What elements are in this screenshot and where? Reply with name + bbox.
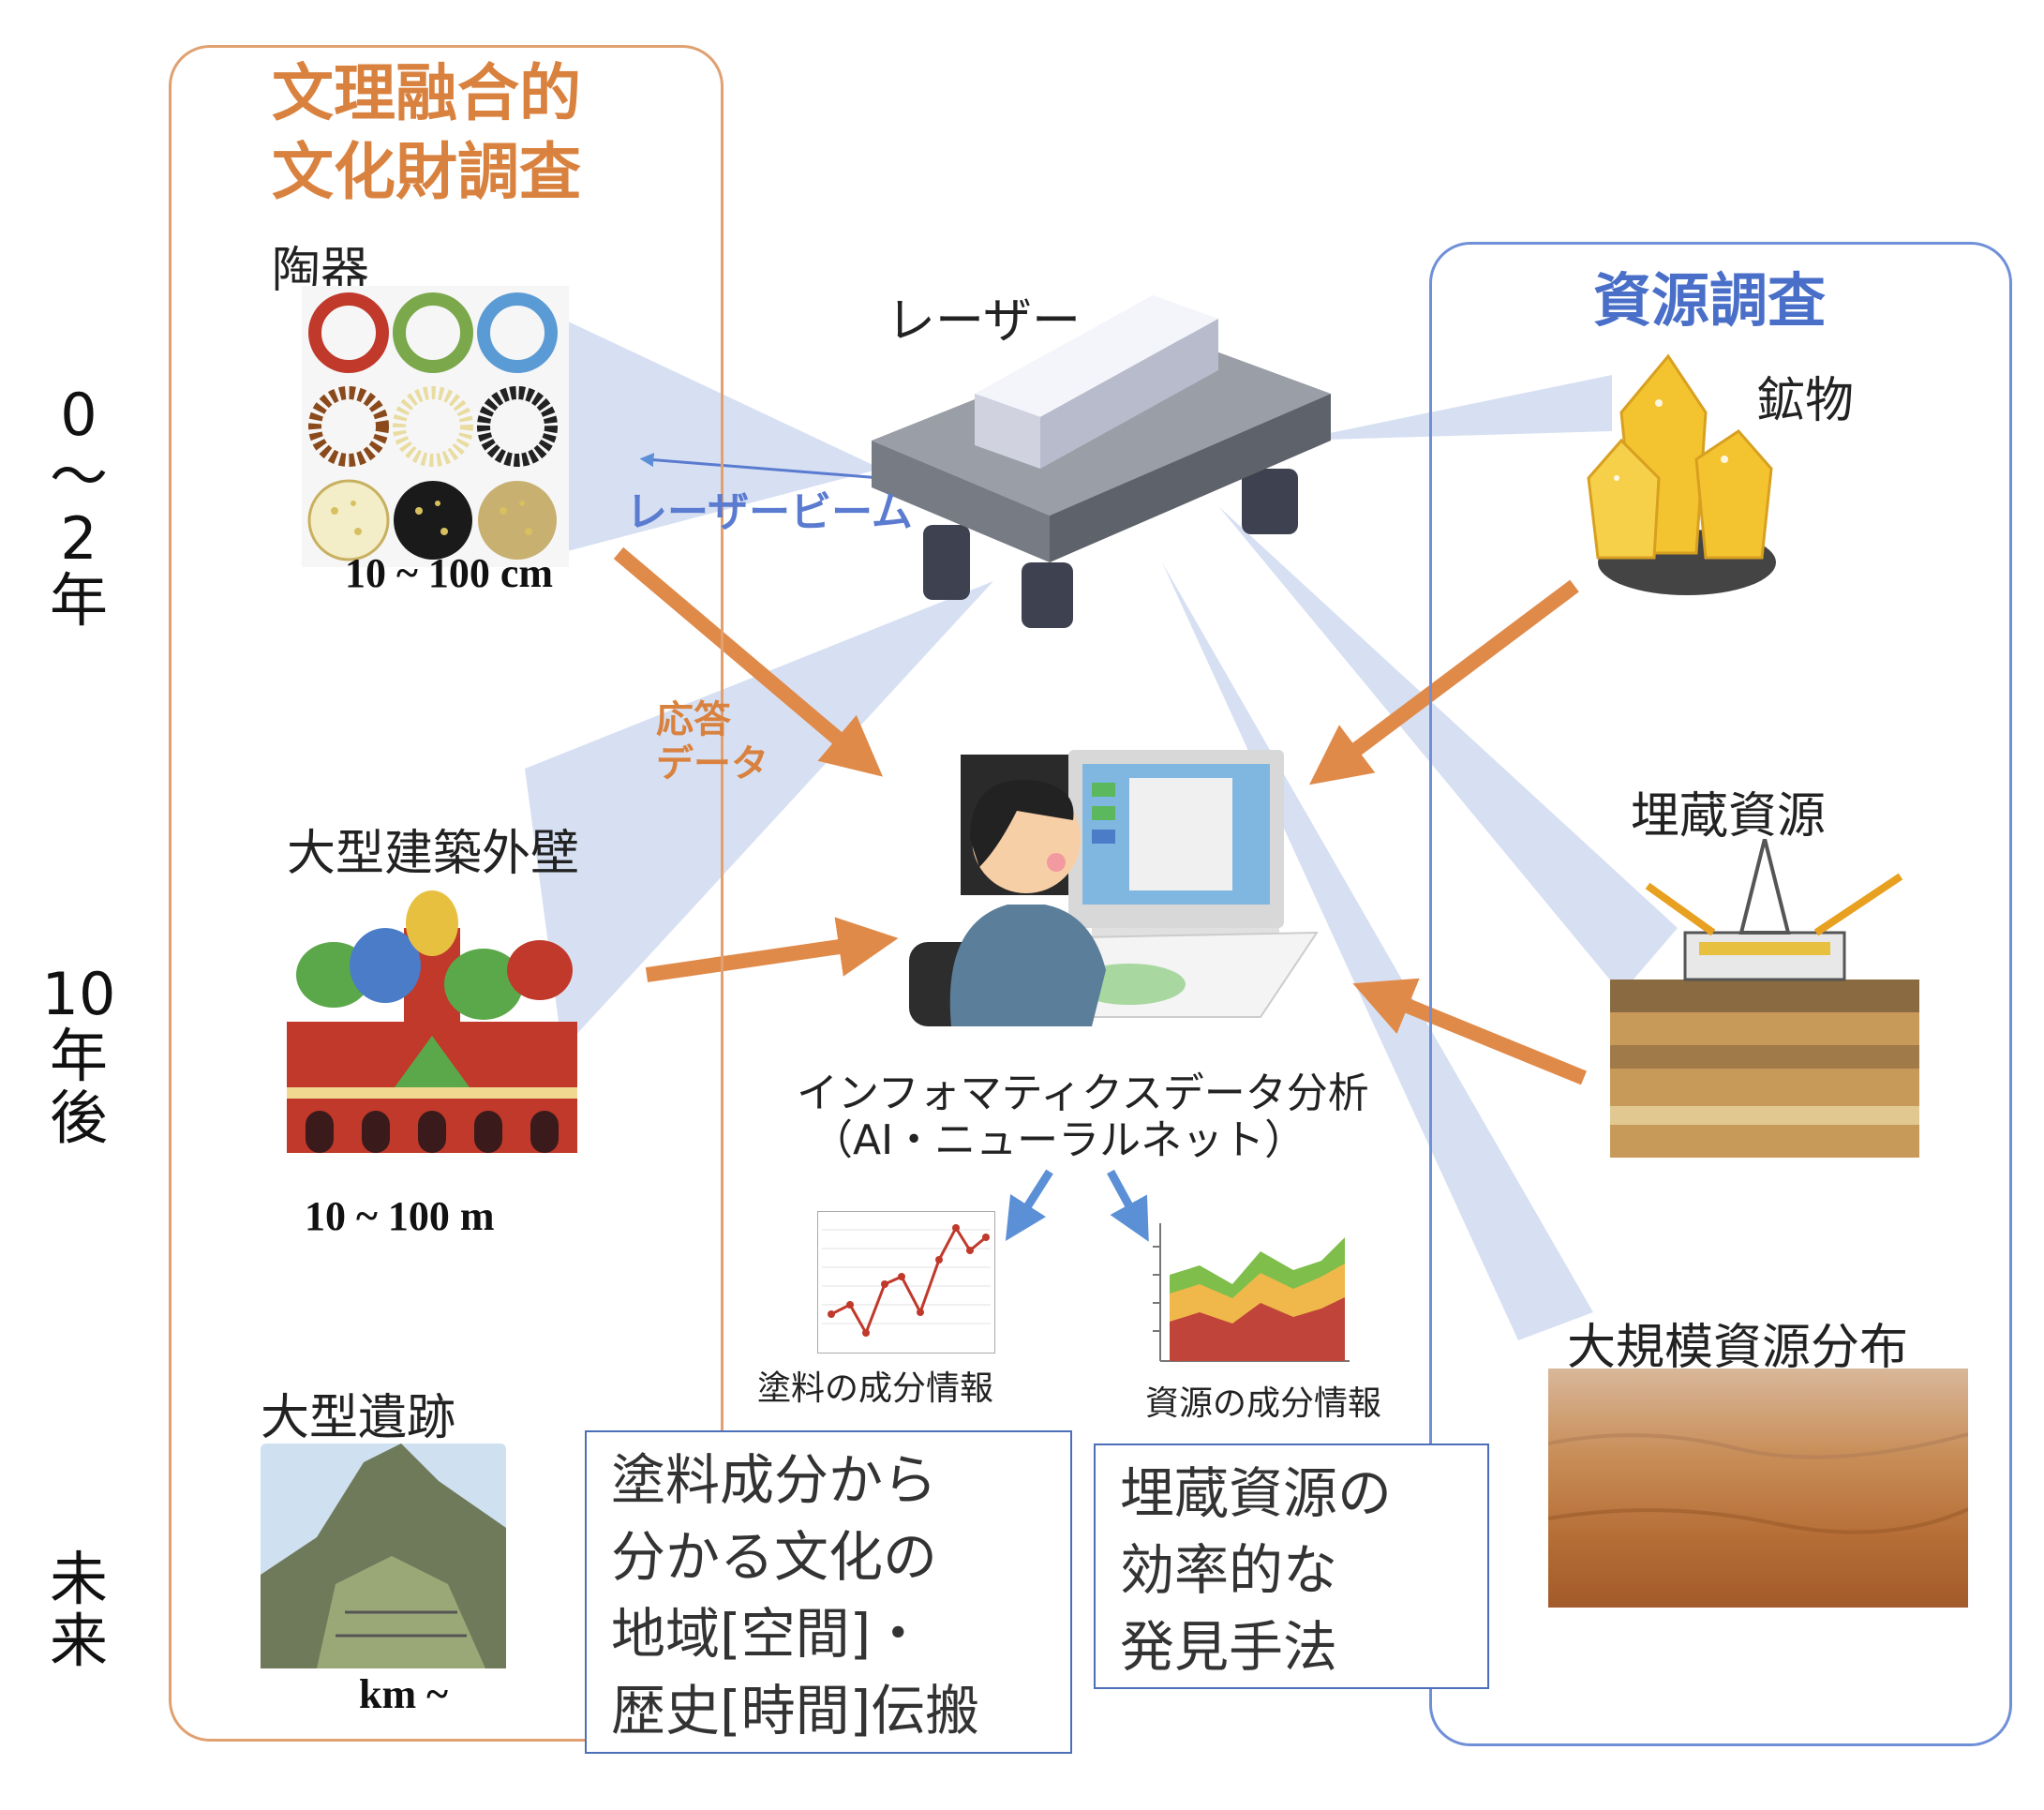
- oil-rig-image: [1610, 839, 1919, 1158]
- ruins-scale: km ~: [359, 1671, 449, 1717]
- analyst-computer-image: [909, 750, 1319, 1026]
- mineral-label: 鉱物: [1756, 373, 1855, 429]
- analysis-subtitle: （AI・ニューラルネット）: [812, 1116, 1306, 1164]
- timeline-future: 未 来: [49, 1545, 108, 1675]
- arrow-to-resource-chart: [1107, 1169, 1149, 1242]
- beam-to-pottery: [525, 319, 881, 562]
- resource-component-chart: [1153, 1223, 1350, 1362]
- building-scale: 10 ~ 100 m: [305, 1193, 495, 1239]
- left-panel-title-line1: 文理融合的: [272, 57, 581, 129]
- response-data-label-1: 応答: [656, 698, 731, 741]
- resource-method-line: 発見手法: [1120, 1615, 1338, 1679]
- right-panel-title: 資源調査: [1593, 266, 1827, 335]
- cultural-insight-line: 塗料成分から: [611, 1448, 938, 1512]
- resource-component-label: 資源の成分情報: [1145, 1384, 1382, 1423]
- beam-to-building: [525, 581, 993, 1050]
- timeline-10-years: 10 年 後: [41, 960, 116, 1152]
- timeline-now: 0 〜 2 年: [49, 381, 108, 635]
- paint-component-label: 塗料の成分情報: [757, 1369, 994, 1408]
- arrow-buried-to-analysis: [1352, 978, 1588, 1085]
- resource-method-line: 埋蔵資源の: [1120, 1461, 1393, 1525]
- resource-method-line: 効率的な: [1120, 1538, 1338, 1602]
- beam-to-buried: [1218, 506, 1678, 994]
- arrow-pottery-to-analysis: [613, 546, 883, 777]
- large-resource-distribution-label: 大規模資源分布: [1567, 1320, 1909, 1376]
- arrow-mineral-to-analysis: [1308, 579, 1579, 785]
- analysis-title: インフォマティクスデータ分析: [797, 1070, 1369, 1117]
- ruins-image: [261, 1444, 506, 1668]
- buried-resource-label: 埋蔵資源: [1631, 788, 1827, 845]
- pottery-scale: 10 ~ 100 cm: [345, 550, 554, 596]
- cultural-insight-line: 分かる文化の: [611, 1525, 938, 1589]
- resource-method-box: 埋蔵資源の 効率的な 発見手法: [1094, 1444, 1489, 1689]
- arrow-building-to-analysis: [645, 917, 899, 982]
- pottery-image: [302, 286, 569, 567]
- building-label: 大型建築外壁: [287, 826, 580, 882]
- cultural-insight-line: 歴史[時間]伝搬: [611, 1679, 980, 1743]
- laser-label: レーザー: [887, 293, 1081, 350]
- arrow-to-paint-chart: [1005, 1169, 1053, 1241]
- paint-component-chart: [817, 1211, 995, 1354]
- resource-distribution-image: [1548, 1369, 1968, 1608]
- cathedral-image: [287, 890, 577, 1153]
- mineral-crystal-image: [1587, 353, 1776, 595]
- right-panel: [1429, 242, 2012, 1746]
- cultural-insight-box: 塗料成分から 分かる文化の 地域[空間]・ 歴史[時間]伝搬: [585, 1430, 1072, 1754]
- laser-beam-label: レーザービーム: [626, 488, 913, 536]
- left-panel-title-line2: 文化財調査: [272, 136, 581, 208]
- left-panel: [169, 45, 724, 1742]
- laser-beam-arrow: [639, 453, 882, 480]
- beam-to-mineral: [1293, 375, 1612, 441]
- cultural-insight-line: 地域[空間]・: [611, 1602, 926, 1666]
- data-flow-arrows: [613, 546, 1588, 1085]
- response-data-label-2: データ: [656, 742, 768, 785]
- ruins-label: 大型遺跡: [261, 1390, 456, 1446]
- laser-device-image: [872, 295, 1331, 628]
